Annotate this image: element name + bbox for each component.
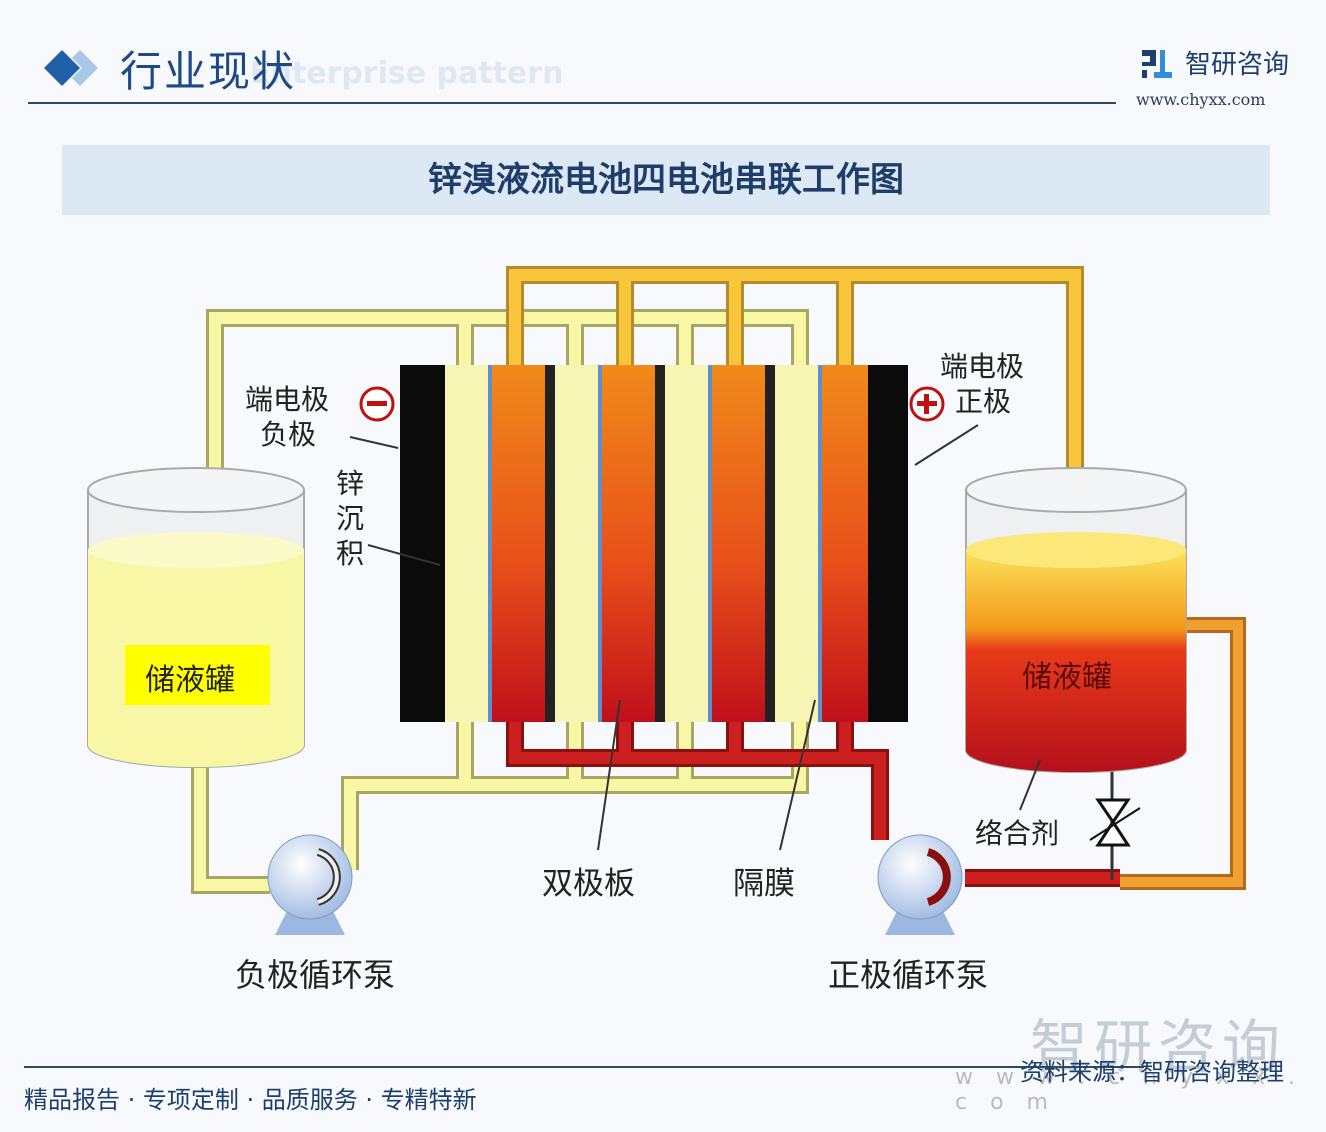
complexing-agent-label: 络合剂 xyxy=(975,817,1060,850)
logo-url: www.chyxx.com xyxy=(1136,90,1266,109)
footer-watermark-url: w w w . c h y x x . c o m xyxy=(955,1065,1304,1115)
catholyte-return-pipes xyxy=(506,266,1246,890)
right-tank-label: 储液罐 xyxy=(1022,660,1112,695)
bipolar-plate-label: 双极板 xyxy=(542,866,635,902)
pos-terminal-label-2: 正极 xyxy=(955,385,1012,418)
page-title: 行业现状 xyxy=(120,47,297,96)
cell-1 xyxy=(445,365,555,722)
negative-pump-icon xyxy=(267,834,353,935)
logo-name: 智研咨询 xyxy=(1185,50,1290,80)
diagram-title: 锌溴液流电池四电池串联工作图 xyxy=(428,160,904,200)
negative-electrolyte-tank xyxy=(87,467,305,768)
positive-pump-icon xyxy=(877,834,963,935)
cell-3 xyxy=(665,365,775,722)
valve-icon xyxy=(1089,798,1141,847)
source-note: 资料来源：智研咨询整理 xyxy=(1020,1058,1284,1086)
cell-stack xyxy=(400,365,908,722)
positive-end-electrode xyxy=(868,365,908,722)
cell-2 xyxy=(555,365,665,722)
logo-icon xyxy=(1140,48,1174,86)
pos-terminal-label-1: 端电极 xyxy=(940,350,1025,383)
negative-pump-label: 负极循环泵 xyxy=(235,956,396,994)
minus-terminal-icon xyxy=(359,386,395,422)
positive-pump-label: 正极循环泵 xyxy=(828,956,989,994)
membrane-label: 隔膜 xyxy=(733,866,795,902)
header-diamond-icon xyxy=(44,48,98,86)
footer-slogan: 精品报告 · 专项定制 · 品质服务 · 专精特新 xyxy=(24,1086,477,1114)
negative-end-electrode xyxy=(400,365,445,722)
footer-watermark: 智研咨询 xyxy=(1030,1013,1287,1081)
header-ghost-text: Enterprise pattern xyxy=(250,56,564,91)
zinc-deposit-label-2: 沉 xyxy=(336,502,365,535)
plus-terminal-icon xyxy=(909,386,945,422)
neg-terminal-label-1: 端电极 xyxy=(245,383,330,416)
header-divider xyxy=(28,102,1116,104)
pointer-lines xyxy=(349,424,1041,851)
left-tank-label: 储液罐 xyxy=(145,663,235,698)
zinc-deposit-label-1: 锌 xyxy=(336,467,365,500)
neg-terminal-label-2: 负极 xyxy=(260,418,317,451)
zinc-deposit-label-3: 积 xyxy=(336,537,365,570)
footer-divider xyxy=(24,1066,1144,1068)
cell-4 xyxy=(775,365,868,722)
diagram-title-banner: 锌溴液流电池四电池串联工作图 xyxy=(62,145,1270,215)
positive-electrolyte-tank xyxy=(965,467,1187,773)
